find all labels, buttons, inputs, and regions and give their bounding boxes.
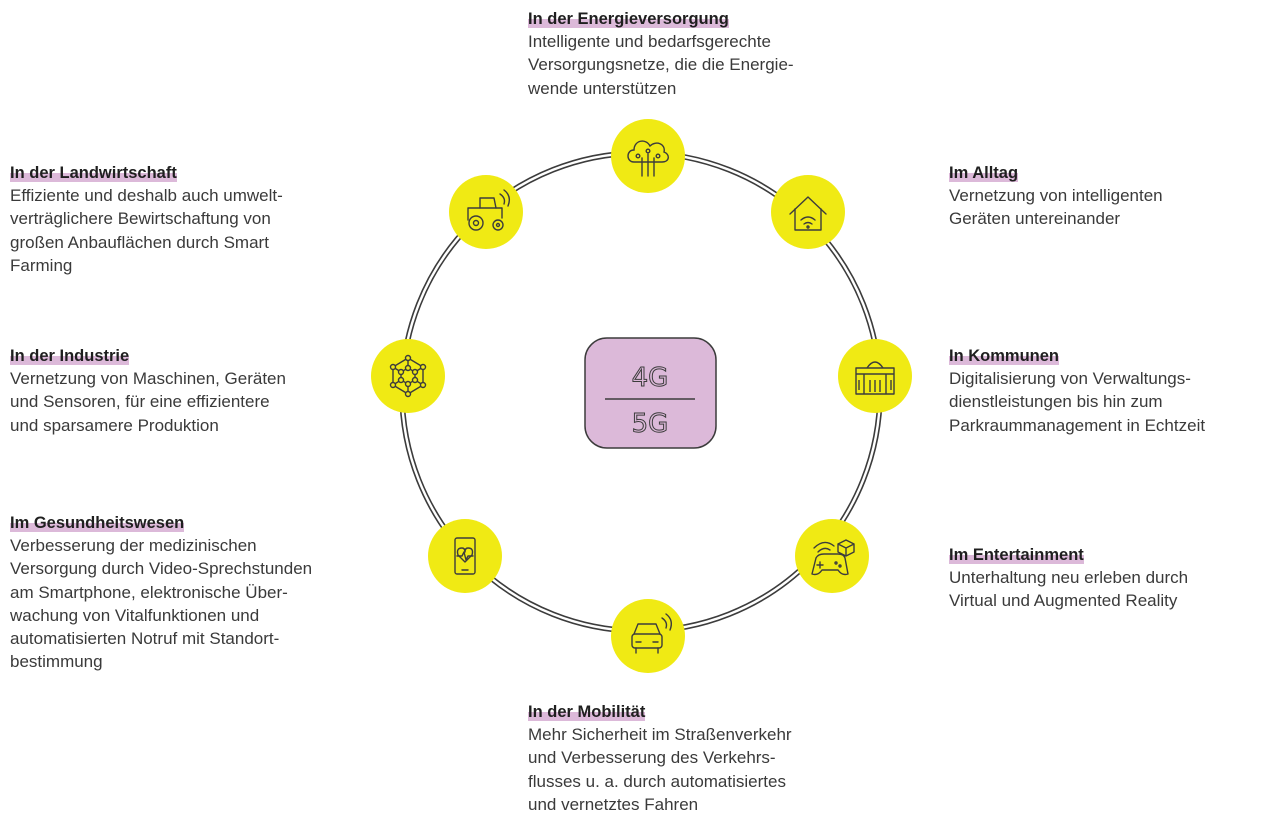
label-landwirtschaft-title: In der Landwirtschaft (10, 164, 177, 182)
game-controller-icon (811, 539, 855, 576)
government-building-icon (855, 361, 895, 395)
smart-tractor-icon (467, 189, 511, 231)
label-kommunen-title: In Kommunen (949, 347, 1059, 365)
label-entertainment: Im Entertainment Unterhaltung neu erlebe… (949, 546, 1269, 613)
label-landwirtschaft: In der Landwirtschaft Effiziente und des… (10, 164, 430, 277)
node-energie (611, 119, 685, 193)
center-label-4g: 4G (632, 363, 669, 393)
node-mobilitaet (611, 599, 685, 673)
label-kommunen: In Kommunen Digitalisierung von Verwaltu… (949, 347, 1279, 437)
smart-home-icon (789, 196, 827, 231)
label-gesundheit-title: Im Gesundheitswesen (10, 514, 185, 532)
node-industrie (371, 339, 445, 413)
label-industrie-text: Vernetzung von Maschinen, Geräten und Se… (10, 369, 286, 435)
center-4g-5g-box: 4G 5G (584, 337, 717, 449)
label-alltag-text: Vernetzung von intelligenten Geräten unt… (949, 186, 1163, 229)
label-industrie-title: In der Industrie (10, 347, 130, 365)
label-entertainment-text: Unterhaltung neu erleben durch Virtual u… (949, 568, 1189, 611)
hexagon-network-icon (389, 354, 427, 398)
label-industrie: In der Industrie Vernetzung von Maschine… (10, 347, 430, 437)
node-entertainment (795, 519, 869, 593)
label-mobilitaet-text: Mehr Sicherheit im Straßenverkehr und Ve… (528, 725, 792, 814)
label-mobilitaet: In der Mobilität Mehr Sicherheit im Stra… (528, 703, 948, 816)
center-label-5g: 5G (632, 409, 669, 439)
label-gesundheit-text: Verbesserung der medizinischen Versorgun… (10, 536, 313, 672)
node-alltag (771, 175, 845, 249)
label-entertainment-title: Im Entertainment (949, 546, 1084, 564)
label-energie: In der Energieversorgung Intelligente un… (528, 10, 948, 100)
label-alltag: Im Alltag Vernetzung von intelligenten G… (949, 164, 1269, 231)
node-kommunen (838, 339, 912, 413)
label-mobilitaet-title: In der Mobilität (528, 703, 646, 721)
label-energie-text: Intelligente und bedarfsgerechte Versorg… (528, 32, 794, 98)
label-landwirtschaft-text: Effiziente und deshalb auch umwelt- vert… (10, 186, 283, 275)
smartphone-heartbeat-icon (454, 537, 476, 575)
label-alltag-title: Im Alltag (949, 164, 1019, 182)
connected-car-icon (631, 613, 673, 654)
label-energie-title: In der Energieversorgung (528, 10, 729, 28)
label-gesundheit: Im Gesundheitswesen Verbesserung der med… (10, 514, 430, 674)
node-landwirtschaft (449, 175, 523, 249)
node-gesundheit (428, 519, 502, 593)
cloud-network-icon (627, 140, 669, 177)
label-kommunen-text: Digitalisierung von Verwaltungs- dienstl… (949, 369, 1206, 435)
